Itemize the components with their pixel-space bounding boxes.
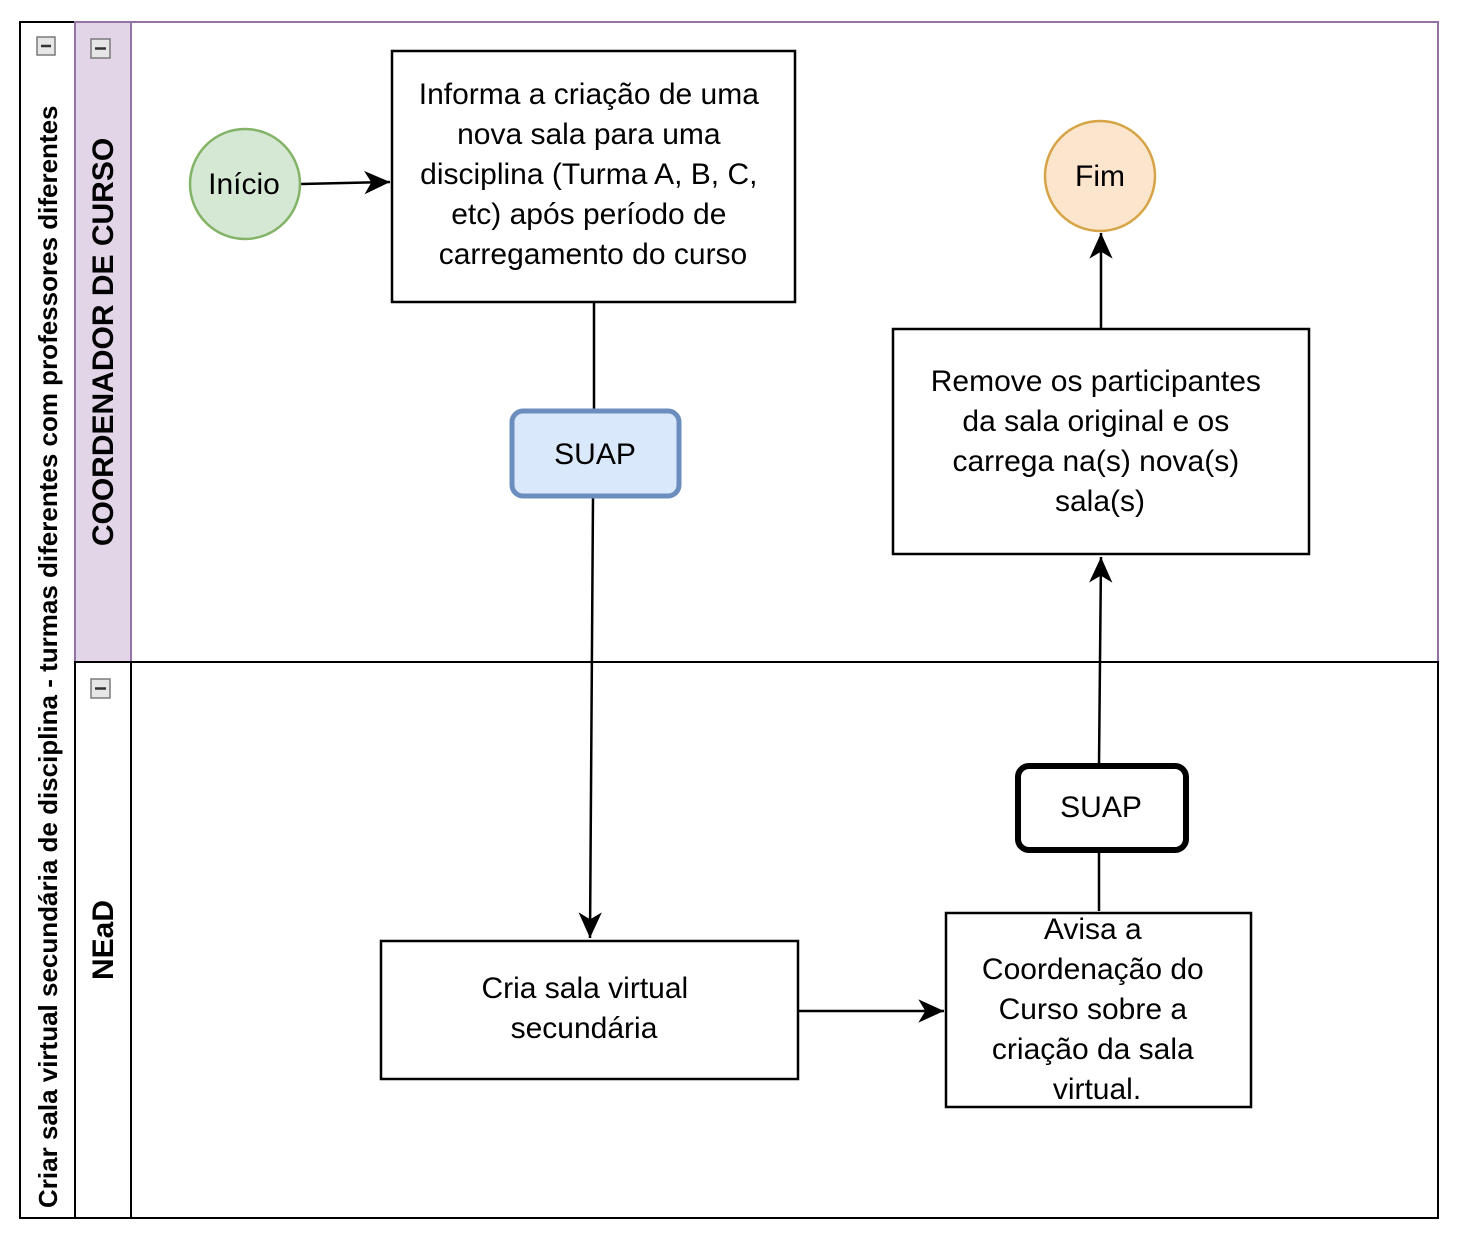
node-remove-line: sala(s) — [1055, 485, 1145, 518]
node-end[interactable]: Fim — [1043, 119, 1157, 233]
pool: Criar sala virtual secundária de discipl… — [19, 21, 76, 1219]
node-notify-line: Coordenação do — [982, 953, 1204, 986]
pool-header — [19, 21, 76, 1219]
pool-title: Criar sala virtual secundária de discipl… — [33, 105, 63, 1208]
node-suap-2[interactable]: SUAP — [1015, 763, 1189, 853]
node-create-room-label: Cria sala virtual secundária — [481, 972, 696, 1045]
edges — [300, 170, 1113, 1023]
node-inform[interactable]: Informa a criação de uma nova sala para … — [390, 49, 797, 304]
pool-collapse-icon[interactable] — [36, 36, 56, 56]
lane-coordenador-collapse-icon[interactable] — [90, 38, 111, 59]
edge-suap1-to-create — [578, 496, 602, 939]
node-remove-line: da sala original e os — [962, 405, 1229, 438]
node-inform-line: disciplina (Turma A, B, C, — [420, 158, 757, 191]
node-end-label: Fim — [1075, 160, 1125, 193]
node-suap-1[interactable]: SUAP — [509, 408, 682, 499]
node-notify-line: virtual. — [1053, 1073, 1141, 1106]
node-notify-label: Avisa a Coordenação do Curso sobre a cri… — [982, 913, 1212, 1106]
node-notify[interactable]: Avisa a Coordenação do Curso sobre a cri… — [944, 911, 1253, 1109]
lane-coordenador-header — [74, 21, 132, 663]
node-inform-label: Informa a criação de uma nova sala para … — [419, 78, 768, 271]
node-remove-label: Remove os participantes da sala original… — [931, 365, 1270, 518]
node-start-label: Início — [208, 168, 280, 201]
node-create-room[interactable]: Cria sala virtual secundária — [379, 939, 800, 1081]
node-suap-1-label: SUAP — [554, 438, 636, 471]
node-remove[interactable]: Remove os participantes da sala original… — [891, 327, 1311, 556]
node-inform-line: Informa a criação de uma — [419, 78, 759, 111]
node-inform-line: etc) após período de — [451, 198, 726, 231]
node-create-room-line: secundária — [511, 1012, 658, 1045]
node-notify-line: criação da sala — [992, 1033, 1194, 1066]
edge-start-to-inform — [300, 170, 391, 195]
lane-nead-title: NEaD — [87, 900, 120, 980]
node-remove-line: carrega na(s) nova(s) — [952, 445, 1239, 478]
edge-suap2-to-remove — [1089, 556, 1113, 766]
lane-nead-header — [74, 661, 132, 1219]
node-remove-line: Remove os participantes — [931, 365, 1261, 398]
node-notify-line: Avisa a — [1044, 913, 1142, 946]
lane-coordenador-title: COORDENADOR DE CURSO — [87, 138, 120, 546]
lane-nead-collapse-icon[interactable] — [90, 678, 111, 699]
node-notify-line: Curso sobre a — [999, 993, 1188, 1026]
node-suap-2-label: SUAP — [1060, 791, 1142, 824]
node-inform-line: carregamento do curso — [439, 238, 748, 271]
node-inform-line: nova sala para uma — [457, 118, 721, 151]
node-start[interactable]: Início — [188, 127, 302, 241]
node-create-room-line: Cria sala virtual — [481, 972, 688, 1005]
